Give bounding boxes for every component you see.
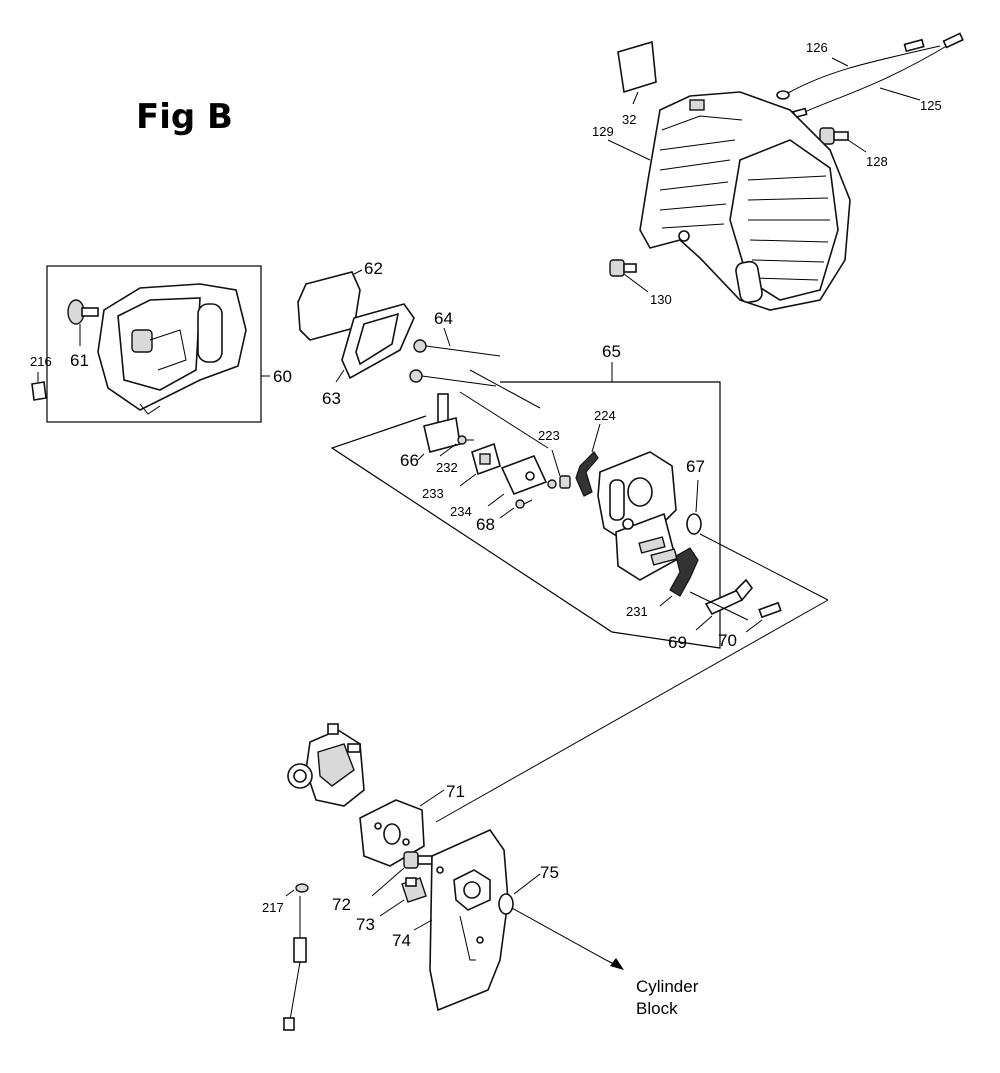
callout-63: 63	[322, 389, 341, 408]
callout-231: 231	[626, 604, 648, 619]
ignition-wires	[776, 32, 964, 119]
cylinder-block-note-line1: Cylinder	[636, 977, 699, 996]
callout-62: 62	[364, 259, 383, 278]
bolt-70	[758, 601, 782, 619]
screw-232	[457, 435, 474, 445]
callout-61: 61	[70, 351, 89, 370]
callout-72: 72	[332, 895, 351, 914]
filter-element-62	[297, 271, 361, 341]
throttle-cable-217	[283, 883, 309, 1031]
choke-lever-66	[423, 393, 461, 453]
callout-224: 224	[594, 408, 616, 423]
bolt-72	[403, 851, 433, 869]
callout-71: 71	[446, 782, 465, 801]
bolt-64-lower	[409, 369, 497, 387]
callout-32: 32	[622, 112, 636, 127]
callout-128: 128	[866, 154, 888, 169]
callout-216: 216	[30, 354, 52, 369]
callout-126: 126	[806, 40, 828, 55]
callout-68: 68	[476, 515, 495, 534]
callout-130: 130	[650, 292, 672, 307]
cylinder-block-arrow	[511, 907, 624, 970]
decal-32	[617, 40, 657, 94]
callout-125: 125	[920, 98, 942, 113]
screw-223	[547, 475, 571, 489]
callout-234: 234	[450, 504, 472, 519]
callout-233: 233	[422, 486, 444, 501]
callout-60: 60	[273, 367, 292, 386]
figure-title: Fig B	[136, 97, 233, 137]
assembly-box-60	[46, 265, 262, 423]
air-cleaner-base-65	[597, 451, 678, 581]
breather-pipe-69	[704, 578, 754, 616]
callout-64: 64	[434, 309, 453, 328]
callout-73: 73	[356, 915, 375, 934]
callout-69: 69	[668, 633, 687, 652]
mounting-plate-74	[429, 828, 509, 1012]
callout-74: 74	[392, 931, 411, 950]
callout-75: 75	[540, 863, 559, 882]
filter-frame-63	[341, 303, 415, 380]
screw-68	[515, 499, 533, 509]
clip-73	[401, 877, 427, 903]
o-ring-75	[498, 893, 514, 915]
o-ring-67	[686, 513, 702, 535]
air-cleaner-cover	[97, 283, 247, 415]
carburetor	[287, 723, 365, 807]
engine-cover-129	[639, 91, 851, 311]
callout-65: 65	[602, 342, 621, 361]
callout-70: 70	[718, 631, 737, 650]
callout-232: 232	[436, 460, 458, 475]
choke-link-224	[575, 451, 599, 497]
knob-61	[67, 299, 99, 325]
decal-216	[31, 381, 47, 401]
choke-spring-231	[669, 547, 699, 597]
callout-217: 217	[262, 900, 284, 915]
spacer-233	[471, 442, 501, 476]
screw-130	[609, 259, 637, 277]
callout-223: 223	[538, 428, 560, 443]
screw-128	[819, 127, 849, 145]
callout-67: 67	[686, 457, 705, 476]
callout-129: 129	[592, 124, 614, 139]
assembly-box-65	[330, 381, 721, 649]
valve-block-234	[500, 454, 548, 496]
callout-66: 66	[400, 451, 419, 470]
insulator-71	[359, 799, 425, 867]
cylinder-block-note-line2: Block	[636, 999, 678, 1018]
bolt-64-upper	[413, 339, 501, 357]
